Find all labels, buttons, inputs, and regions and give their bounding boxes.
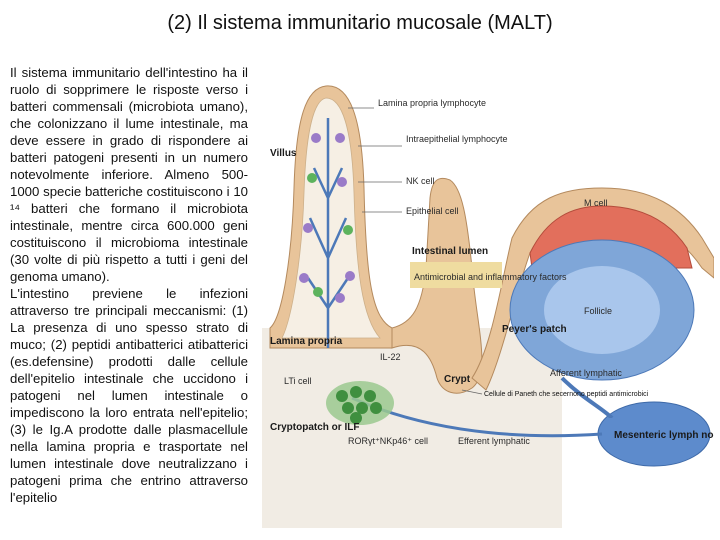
label-follicle: Follicle [584, 306, 612, 316]
label-efferent-lymphatic: Efferent lymphatic [458, 436, 530, 446]
villus-cells [299, 133, 355, 303]
label-il22: IL-22 [380, 352, 401, 362]
malt-diagram: Lamina propria lymphocyte Intraepithelia… [262, 78, 720, 528]
label-intraepithelial-lymphocyte: Intraepithelial lymphocyte [406, 134, 508, 144]
label-villus: Villus [270, 148, 297, 159]
slide-title: (2) Il sistema immunitario mucosale (MAL… [167, 12, 553, 34]
body-text: Il sistema immunitario dell'intestino ha… [10, 64, 248, 506]
leader-lines [348, 107, 483, 395]
mesenteric-label-bg [608, 418, 700, 448]
label-afferent-lymphatic: Afferent lymphatic [550, 368, 622, 378]
label-antimicrobial: Antimicrobial and inflammatory factors [414, 272, 567, 282]
villus-vessel [306, 118, 350, 348]
label-mesenteric-lymph-node: Mesenteric lymph node [614, 430, 714, 441]
afferent-lymphatic-vessel [560, 376, 614, 420]
cryptopatch-cells [336, 386, 382, 424]
label-nk-cell: NK cell [406, 176, 435, 186]
label-crypt: Crypt [444, 374, 471, 385]
label-m-cell: M cell [584, 198, 608, 208]
label-lti-cell: LTi cell [284, 376, 312, 386]
paragraph-mechanisms: L'intestino previene le infezioni attrav… [10, 286, 248, 505]
antimicrobial-box [410, 262, 502, 288]
paragraph-microbiota: Il sistema immunitario dell'intestino ha… [10, 65, 248, 284]
follicle-center [544, 266, 660, 354]
label-lamina-propria-lymphocyte: Lamina propria lymphocyte [378, 98, 486, 108]
label-lamina-propria: Lamina propria [270, 336, 343, 347]
label-cryptopatch: Cryptopatch or ILF [270, 422, 359, 433]
label-epithelial-cell: Epithelial cell [406, 206, 459, 216]
label-paneth-note: Cellule di Paneth che secernono peptidi … [484, 391, 649, 398]
label-peyers-patch: Peyer's patch [502, 324, 567, 335]
malt-diagram-svg: Lamina propria lymphocyte Intraepithelia… [262, 78, 720, 528]
lamina-propria-area [262, 328, 562, 528]
label-intestinal-lumen: Intestinal lumen [412, 246, 488, 257]
label-rorgt-cell: RORγt⁺NKp46⁺ cell [348, 436, 428, 446]
